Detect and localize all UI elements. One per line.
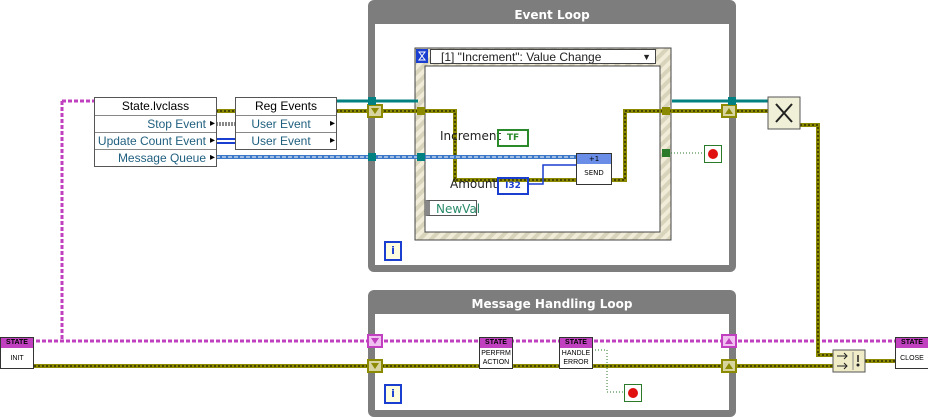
state-close[interactable]: STATE CLOSE xyxy=(895,337,928,369)
state-label: STATE xyxy=(480,338,512,348)
user-event-wires xyxy=(216,122,236,144)
state-value: CLOSE xyxy=(900,354,924,362)
amount-label: Amount xyxy=(450,177,498,191)
increment-label: Increment xyxy=(440,129,502,143)
reg-events-node[interactable]: Reg Events User Event User Event xyxy=(235,97,337,150)
state-value: PERFRM ACTION xyxy=(481,350,511,366)
send-top: +1 xyxy=(577,154,611,164)
state-perform-action[interactable]: STATE PERFRM ACTION xyxy=(479,337,513,369)
state-label: STATE xyxy=(560,338,592,348)
reg-events-title: Reg Events xyxy=(236,98,336,115)
state-class-title: State.lvclass xyxy=(95,98,216,115)
state-init[interactable]: STATE INIT xyxy=(0,337,34,369)
amount-terminal[interactable]: I32 xyxy=(497,177,529,195)
newval-node[interactable]: NewVal xyxy=(425,200,480,216)
destroy-user-event-icon[interactable] xyxy=(767,96,801,130)
user-event-row[interactable]: User Event xyxy=(236,115,336,132)
state-label: STATE xyxy=(896,338,928,348)
iteration-terminal: i xyxy=(384,384,402,404)
case-selector-label[interactable]: [1] "Increment": Value Change ▼ xyxy=(430,49,656,64)
state-value: INIT xyxy=(10,354,24,362)
stop-icon[interactable] xyxy=(704,145,722,163)
state-handle-error[interactable]: STATE HANDLE ERROR xyxy=(559,337,593,369)
send-bottom: SEND xyxy=(584,169,604,177)
state-label: STATE xyxy=(1,338,33,348)
message-loop-title: Message Handling Loop xyxy=(471,297,633,311)
amount-wire xyxy=(527,164,577,185)
merge-errors-icon[interactable] xyxy=(832,349,866,373)
state-class-node[interactable]: State.lvclass Stop Event Update Count Ev… xyxy=(94,97,217,167)
event-loop-title: Event Loop xyxy=(514,8,590,22)
iteration-terminal: i xyxy=(384,241,402,261)
shift-registers[interactable] xyxy=(367,97,737,373)
class-wire xyxy=(30,99,928,343)
error-wire xyxy=(30,109,897,368)
case-label: [1] "Increment": Value Change xyxy=(441,50,602,64)
stop-event-row[interactable]: Stop Event xyxy=(95,115,216,132)
state-value: HANDLE ERROR xyxy=(561,350,591,366)
stop-icon[interactable] xyxy=(624,384,642,402)
update-count-event-row[interactable]: Update Count Event xyxy=(95,132,216,149)
stop-wire-2 xyxy=(592,349,625,393)
send-node[interactable]: +1 SEND xyxy=(576,153,612,185)
user-event-row[interactable]: User Event xyxy=(236,132,336,149)
case-selector[interactable] xyxy=(416,49,428,63)
dropdown-arrow-icon[interactable]: ▼ xyxy=(642,52,651,62)
message-queue-row[interactable]: Message Queue xyxy=(95,149,216,166)
increment-terminal[interactable]: TF xyxy=(497,129,529,147)
